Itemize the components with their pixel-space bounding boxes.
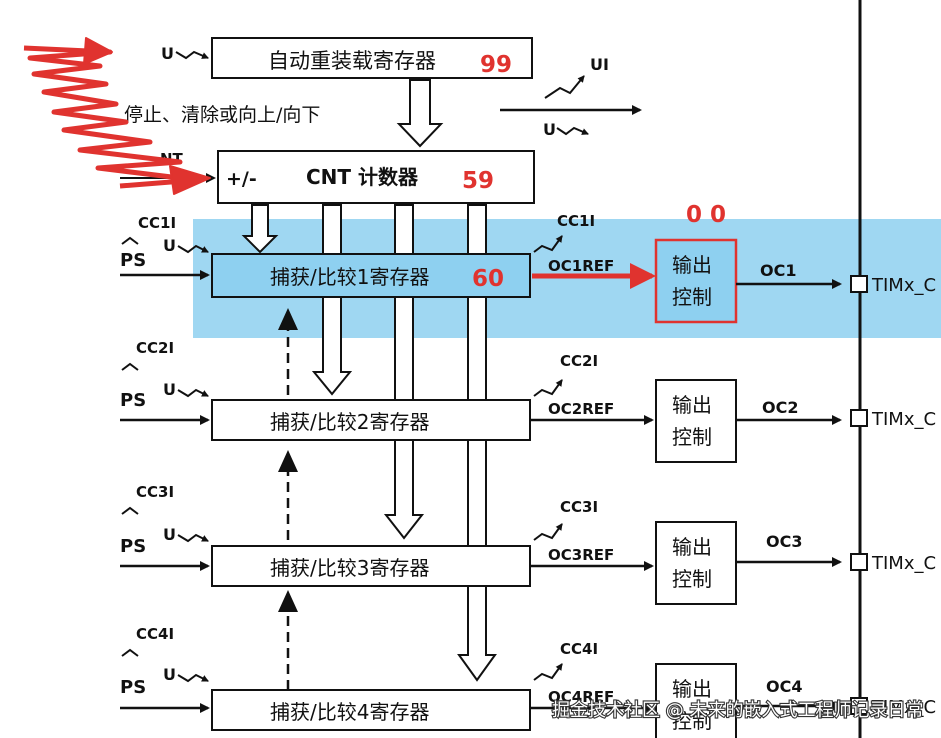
ch4-event-arrow <box>121 648 139 657</box>
u-event-arrow <box>556 126 589 136</box>
ch1-ref-label: OC1REF <box>548 257 614 275</box>
ch2-event-arrow <box>121 362 139 371</box>
ch3-ref-label: OC3REF <box>548 546 614 564</box>
ch2-oc-label: OC2 <box>762 398 798 417</box>
ccr4-label: 捕获/比较4寄存器 <box>270 700 429 724</box>
dashed-arrow-heads <box>278 308 298 612</box>
ch4-ctrl-line2: 控制 <box>672 709 712 733</box>
ch3-pin-label: TIMx_C <box>871 553 936 574</box>
ch2-out-event-arrow <box>533 379 563 397</box>
ch1-ctrl-line1: 输出 <box>672 253 712 277</box>
ch4-in-label: U <box>163 665 176 684</box>
ch1-out-event-arrow <box>533 235 563 253</box>
ccr3-box <box>211 545 531 587</box>
ch1-out-event-label: CC1I <box>557 212 595 230</box>
cnt-counter-box <box>217 150 535 204</box>
ch3-in-label: U <box>163 525 176 544</box>
ccr2-box <box>211 399 531 441</box>
cnt-value: 59 <box>462 168 494 194</box>
ch3-output-control-box <box>655 521 737 605</box>
ch4-pin-box <box>850 697 868 715</box>
ccr4-box <box>211 689 531 731</box>
cnt-counter-label: CNT 计数器 <box>306 165 419 189</box>
ch3-ps-label: PS <box>120 536 146 557</box>
cnt-sign: +/- <box>226 168 257 190</box>
stop-clear-text: 停止、清除或向上/向下 <box>124 104 320 126</box>
ch4-pin-label: TIMx_C <box>871 697 936 718</box>
ui-event-arrow <box>544 75 585 99</box>
ch4-ps-label: PS <box>120 677 146 698</box>
ch2-in-arrow <box>177 388 209 398</box>
ch2-ctrl-line2: 控制 <box>672 425 712 449</box>
arr-register-box <box>211 37 533 79</box>
ch3-out-event-label: CC3I <box>560 498 598 516</box>
ch2-event-label: CC2I <box>136 339 174 357</box>
ch4-out-event-label: CC4I <box>560 640 598 658</box>
ch4-oc-label: OC4 <box>766 677 802 696</box>
red-scribble-annotation <box>23 37 211 195</box>
arr-input-arrow <box>175 50 209 60</box>
ch4-in-arrow <box>177 673 209 683</box>
ch2-pin-label: TIMx_C <box>871 409 936 430</box>
ch3-oc-label: OC3 <box>766 532 802 551</box>
arr-register-label: 自动重装载寄存器 <box>268 49 436 73</box>
ch3-ctrl-line2: 控制 <box>672 567 712 591</box>
ch1-in-arrow <box>177 244 209 254</box>
ch1-in-label: U <box>163 236 176 255</box>
ch4-event-label: CC4I <box>136 625 174 643</box>
ch3-out-event-arrow <box>533 523 563 541</box>
ch1-event-label: CC1I <box>138 214 176 232</box>
ch2-ref-label: OC2REF <box>548 400 614 418</box>
ccr1-value: 60 <box>472 266 504 292</box>
ccr1-box <box>211 253 531 298</box>
ch4-out-event-arrow <box>533 663 563 681</box>
ch2-pin-box <box>850 409 868 427</box>
ccr2-label: 捕获/比较2寄存器 <box>270 410 429 434</box>
ccr1-label: 捕获/比较1寄存器 <box>270 265 429 289</box>
ch1-ctrl-line2: 控制 <box>672 285 712 309</box>
u-label: U <box>543 120 556 139</box>
ch2-ctrl-line1: 输出 <box>672 393 712 417</box>
ccr3-label: 捕获/比较3寄存器 <box>270 556 429 580</box>
ch3-event-arrow <box>121 506 139 515</box>
ch1-pin-label: TIMx_C <box>871 275 936 296</box>
output-annotation: 0 0 <box>686 202 726 228</box>
ch2-ps-label: PS <box>120 390 146 411</box>
ch2-in-label: U <box>163 380 176 399</box>
ch4-ctrl-line1: 输出 <box>672 677 712 701</box>
ch3-event-label: CC3I <box>136 483 174 501</box>
ch4-ref-label: OC4REF <box>548 688 614 706</box>
ch3-pin-box <box>850 553 868 571</box>
ch1-pin-box <box>850 275 868 293</box>
ch1-event-arrow <box>121 236 139 245</box>
ch3-in-arrow <box>177 533 209 543</box>
ch2-out-event-label: CC2I <box>560 352 598 370</box>
arr-value: 99 <box>480 52 512 78</box>
ch3-ctrl-line1: 输出 <box>672 535 712 559</box>
ch1-ps-label: PS <box>120 250 146 271</box>
ch1-output-control-highlight <box>654 238 738 324</box>
watermark: 掘金技术社区 @ 未来的嵌入式工程师记录日常 <box>552 700 923 721</box>
ui-label: UI <box>590 55 609 74</box>
arr-input-label: U <box>161 44 174 63</box>
ch1-oc-label: OC1 <box>760 261 796 280</box>
